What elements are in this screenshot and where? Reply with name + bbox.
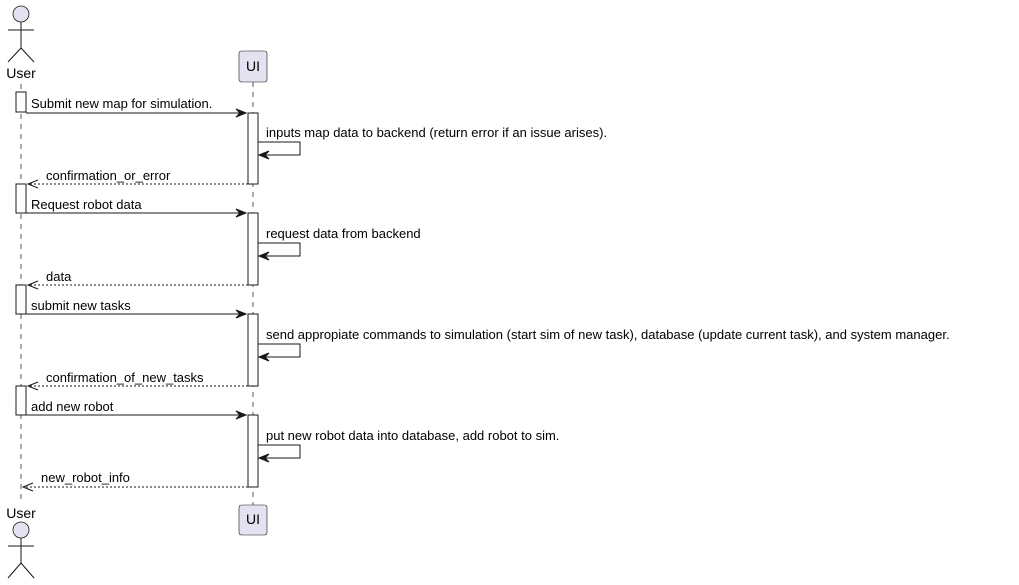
self-message-request-data: request data from backend	[257, 226, 421, 261]
message-submit-new-tasks: submit new tasks	[26, 298, 248, 319]
message-request-robot-data: Request robot data	[26, 197, 248, 218]
message-submit-map: Submit new map for simulation.	[26, 96, 248, 118]
svg-text:Request robot data: Request robot data	[31, 197, 142, 212]
return-confirmation-or-error: confirmation_or_error	[26, 168, 248, 189]
svg-text:request data from backend: request data from backend	[266, 226, 421, 241]
ui-label-top: UI	[246, 58, 260, 74]
svg-text:new_robot_info: new_robot_info	[41, 470, 130, 485]
ui-activation	[247, 414, 259, 488]
svg-text:Submit new map for simulation.: Submit new map for simulation.	[31, 96, 212, 111]
svg-text:send appropiate commands to si: send appropiate commands to simulation (…	[266, 327, 950, 342]
svg-text:data: data	[46, 269, 72, 284]
svg-text:submit new tasks: submit new tasks	[31, 298, 131, 313]
user-actor-top: User	[6, 5, 36, 81]
user-activation	[15, 284, 27, 315]
svg-text:confirmation_or_error: confirmation_or_error	[46, 168, 171, 183]
actor-icon	[12, 5, 30, 23]
user-actor-bottom: User	[6, 505, 36, 579]
ui-participant-top: UI	[238, 50, 268, 83]
ui-participant-bottom: UI	[238, 504, 268, 536]
actor-icon	[12, 521, 30, 539]
user-activation	[15, 385, 27, 416]
user-activation	[15, 91, 27, 113]
svg-text:put new robot data into databa: put new robot data into database, add ro…	[266, 428, 559, 443]
message-add-new-robot: add new robot	[26, 399, 248, 420]
self-message-put-robot-data: put new robot data into database, add ro…	[257, 428, 559, 463]
svg-text:inputs map data to backend (re: inputs map data to backend (return error…	[266, 125, 607, 140]
user-activation	[15, 183, 27, 214]
return-data: data	[26, 269, 248, 290]
ui-activation	[247, 112, 259, 185]
user-label-top: User	[6, 65, 36, 81]
self-message-inputs-map: inputs map data to backend (return error…	[257, 125, 607, 160]
return-new-robot-info: new_robot_info	[21, 470, 248, 492]
ui-label-bottom: UI	[246, 511, 260, 527]
return-confirmation-of-new-tasks: confirmation_of_new_tasks	[26, 370, 248, 391]
svg-text:add new robot: add new robot	[31, 399, 114, 414]
user-label-bottom: User	[6, 505, 36, 521]
svg-text:confirmation_of_new_tasks: confirmation_of_new_tasks	[46, 370, 204, 385]
self-message-send-commands: send appropiate commands to simulation (…	[257, 327, 950, 362]
ui-activation	[247, 313, 259, 387]
ui-activation	[247, 212, 259, 286]
